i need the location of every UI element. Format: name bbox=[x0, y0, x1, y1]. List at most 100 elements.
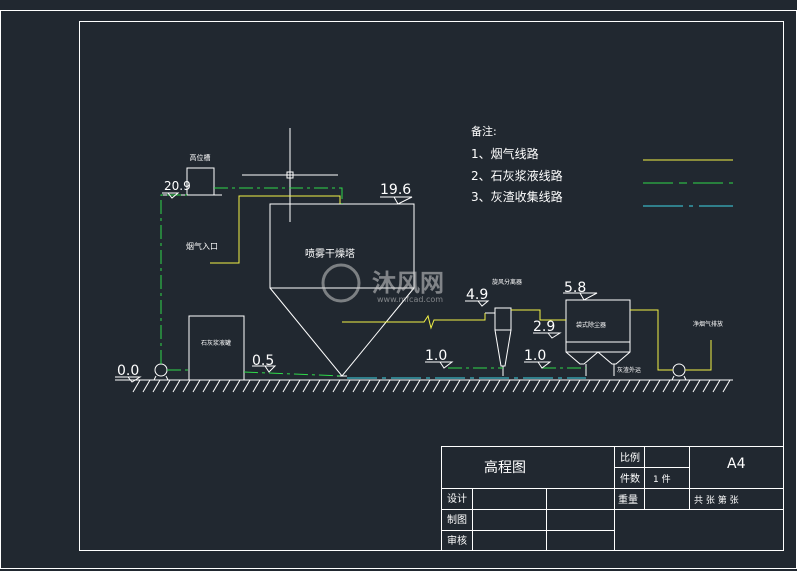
ground-hatch-mark bbox=[222, 379, 231, 393]
ground-hatch-mark bbox=[402, 379, 411, 393]
crosshair-cursor bbox=[242, 128, 338, 222]
ground-hatch-mark bbox=[212, 379, 221, 393]
ground-hatch-mark bbox=[512, 379, 521, 393]
inner-border bbox=[79, 21, 784, 551]
ground-hatch-mark bbox=[202, 379, 211, 393]
cyclone-separator bbox=[485, 307, 512, 376]
elev-dryer: 19.6 bbox=[380, 182, 411, 198]
design-label: 设计 bbox=[447, 492, 467, 505]
ground-hatch-mark bbox=[422, 379, 431, 393]
ground-hatch-mark bbox=[372, 379, 381, 393]
count-label: 件数 bbox=[620, 472, 640, 485]
ground-hatch-mark bbox=[722, 379, 731, 393]
ground-hatch-mark bbox=[362, 379, 371, 393]
ground-hatch-mark bbox=[292, 379, 301, 393]
ground-hatch-mark bbox=[272, 379, 281, 393]
ground-hatch-mark bbox=[652, 379, 661, 393]
ground-hatch-mark bbox=[552, 379, 561, 393]
ground-hatch-mark bbox=[682, 379, 691, 393]
sheets-text: 共 张 第 张 bbox=[694, 494, 739, 506]
drawing-title: 高程图 bbox=[484, 459, 526, 476]
pump-left-icon bbox=[153, 363, 169, 381]
ground-hatch-mark bbox=[632, 379, 641, 393]
dryer-label: 喷雾干燥塔 bbox=[305, 247, 355, 260]
ground-hatch-mark bbox=[492, 379, 501, 393]
lime-tank-label: 石灰浆液罐 bbox=[201, 339, 231, 347]
legend-item-ash: 3、灰渣收集线路 bbox=[471, 189, 563, 204]
bag-filter bbox=[565, 299, 631, 376]
cyclone-label: 旋风分离器 bbox=[492, 278, 522, 286]
ground-hatch-mark bbox=[282, 379, 291, 393]
ground-hatch-mark bbox=[592, 379, 601, 393]
ground-hatch-mark bbox=[242, 379, 251, 393]
elev-tank: 20.9 bbox=[164, 179, 191, 193]
ground-hatch-mark bbox=[442, 379, 451, 393]
ground-hatch-mark bbox=[612, 379, 621, 393]
ground-hatch-mark bbox=[452, 379, 461, 393]
title-block bbox=[441, 446, 784, 551]
watermark-logo-icon bbox=[321, 263, 361, 303]
ground-hatch-mark bbox=[432, 379, 441, 393]
flue-gas-inlet-label: 烟气入口 bbox=[186, 241, 218, 251]
ground-hatch-mark bbox=[462, 379, 471, 393]
ground-hatch-mark bbox=[522, 379, 531, 393]
review-label: 审核 bbox=[447, 534, 467, 547]
ground-hatch-mark bbox=[572, 379, 581, 393]
ground-hatch-mark bbox=[532, 379, 541, 393]
ground-hatch-mark bbox=[562, 379, 571, 393]
ground-hatch-mark bbox=[382, 379, 391, 393]
ground-hatch-mark bbox=[502, 379, 511, 393]
ground-hatch-mark bbox=[692, 379, 701, 393]
ground-hatch-mark bbox=[132, 379, 141, 393]
ground-hatch-mark bbox=[192, 379, 201, 393]
watermark-brand: 沐风网 bbox=[372, 269, 444, 297]
ground-hatch-mark bbox=[542, 379, 551, 393]
ash-out-label: 灰渣外运 bbox=[617, 366, 641, 374]
ground-hatch-mark bbox=[392, 379, 401, 393]
ground-hatch-mark bbox=[642, 379, 651, 393]
flue-gas-line bbox=[210, 195, 712, 371]
elev-duct: 2.9 bbox=[533, 319, 555, 335]
elevation-markers bbox=[115, 192, 598, 383]
elev-cyclone-base: 1.0 bbox=[425, 348, 447, 364]
elev-filter-base: 1.0 bbox=[524, 348, 546, 364]
ground-hatch-mark bbox=[702, 379, 711, 393]
draw-label: 制图 bbox=[447, 513, 467, 526]
ground-hatch-mark bbox=[352, 379, 361, 393]
ground-hatch-mark bbox=[412, 379, 421, 393]
lime-slurry-line bbox=[160, 187, 586, 377]
ground-hatch-mark bbox=[172, 379, 181, 393]
ground-hatch-mark bbox=[162, 379, 171, 393]
ground-hatch-mark bbox=[472, 379, 481, 393]
legend-item-flue-gas: 1、烟气线路 bbox=[471, 146, 539, 161]
ground-hatch-mark bbox=[482, 379, 491, 393]
ground-hatch-mark bbox=[182, 379, 191, 393]
ground-hatch-mark bbox=[322, 379, 331, 393]
legend-item-lime-slurry: 2、石灰浆液线路 bbox=[471, 168, 563, 183]
ground-hatch-mark bbox=[332, 379, 341, 393]
elev-ground: 0.0 bbox=[117, 363, 139, 379]
ground-hatch-mark bbox=[622, 379, 631, 393]
paper-size: A4 bbox=[727, 456, 746, 472]
ground-hatch-mark bbox=[602, 379, 611, 393]
legend: 备注: 1、烟气线路 2、石灰浆液线路 3、灰渣收集线路 bbox=[471, 124, 733, 207]
watermark-url: www.mfcad.com bbox=[377, 295, 443, 304]
ground-line bbox=[115, 379, 733, 393]
ground-hatch-mark bbox=[232, 379, 241, 393]
bag-filter-label: 袋式除尘器 bbox=[576, 321, 606, 329]
lime-slurry-tank bbox=[188, 315, 245, 381]
elev-cyclone: 4.9 bbox=[466, 287, 488, 303]
scale-label: 比例 bbox=[620, 451, 640, 464]
ground-hatch-mark bbox=[252, 379, 261, 393]
elev-pump: 0.5 bbox=[252, 353, 274, 369]
legend-heading: 备注: bbox=[471, 124, 497, 138]
tank-label: 高位槽 bbox=[190, 153, 211, 162]
ground-hatch-mark bbox=[672, 379, 681, 393]
weight-label: 重量 bbox=[618, 493, 638, 506]
ground-hatch-mark bbox=[302, 379, 311, 393]
ground-hatch-mark bbox=[582, 379, 591, 393]
watermark: 沐风网 www.mfcad.com bbox=[321, 263, 444, 304]
ground-hatch-mark bbox=[262, 379, 271, 393]
elev-filter: 5.8 bbox=[564, 280, 586, 296]
